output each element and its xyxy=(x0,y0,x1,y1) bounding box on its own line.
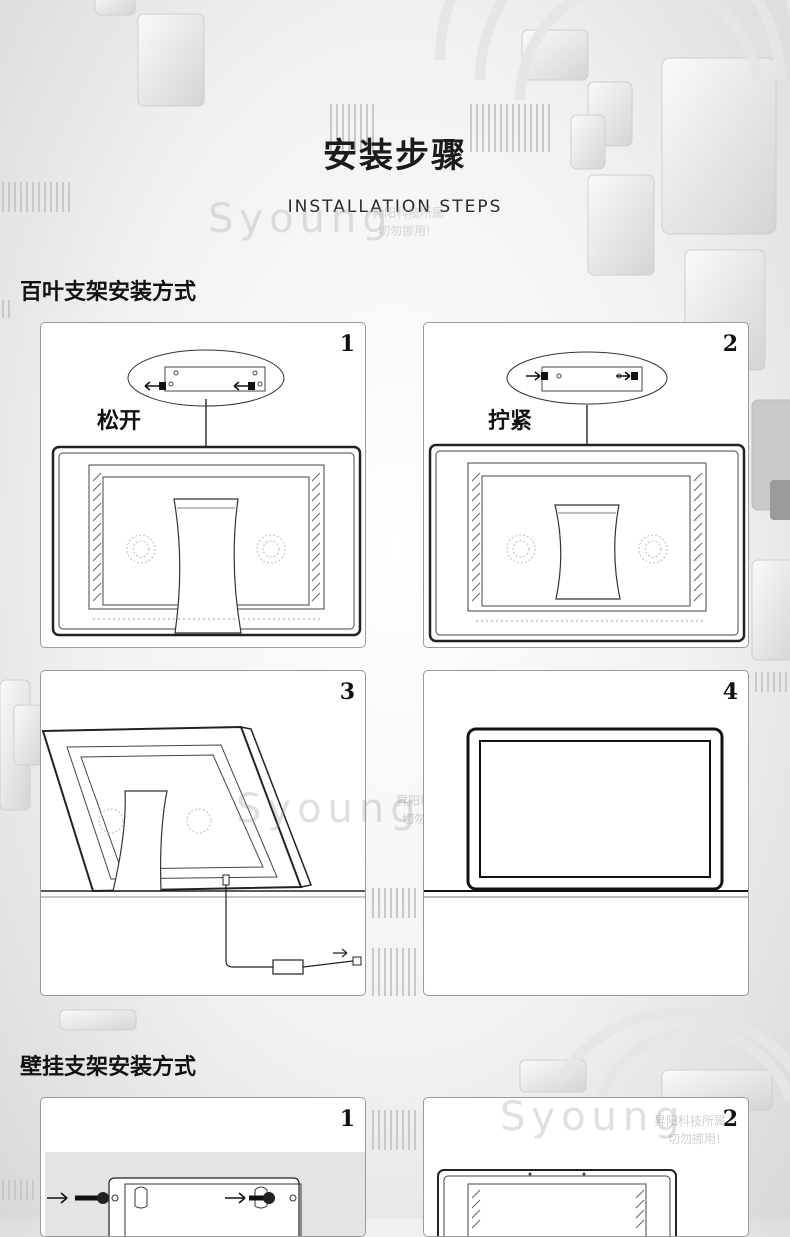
monitor-back-diagram xyxy=(51,349,362,637)
monitor-back-diagram xyxy=(437,1169,677,1236)
step-label-loosen: 松开 xyxy=(97,408,142,434)
section-title-wall-mount: 壁挂支架安装方式 xyxy=(20,1054,197,1080)
step-panel-shutter-2: 2 拧紧 xyxy=(423,322,749,648)
monitor-stand-power-diagram xyxy=(41,725,365,975)
step-number: 3 xyxy=(339,679,355,705)
step-number: 2 xyxy=(722,1106,738,1132)
section-title-shutter-stand: 百叶支架安装方式 xyxy=(20,279,197,305)
step-number: 2 xyxy=(722,331,738,357)
step-panel-shutter-1: 1 松开 xyxy=(40,322,366,648)
monitor-front-diagram xyxy=(424,727,748,898)
step-number: 1 xyxy=(339,1106,355,1132)
step-panel-shutter-4: 4 xyxy=(423,670,749,996)
step-panel-wall-2: 2 xyxy=(423,1097,749,1237)
monitor-back-diagram xyxy=(428,351,746,643)
page-subtitle: INSTALLATION STEPS xyxy=(287,197,503,217)
page-title: 安装步骤 xyxy=(323,136,467,176)
step-number: 4 xyxy=(722,679,738,705)
wall-bracket-diagram xyxy=(45,1152,365,1236)
step-number: 1 xyxy=(339,331,355,357)
header: 安装步骤 INSTALLATION STEPS xyxy=(0,128,790,217)
step-panel-shutter-3: 3 xyxy=(40,670,366,996)
step-panel-wall-1: 1 xyxy=(40,1097,366,1237)
step-label-tighten: 拧紧 xyxy=(488,408,533,434)
